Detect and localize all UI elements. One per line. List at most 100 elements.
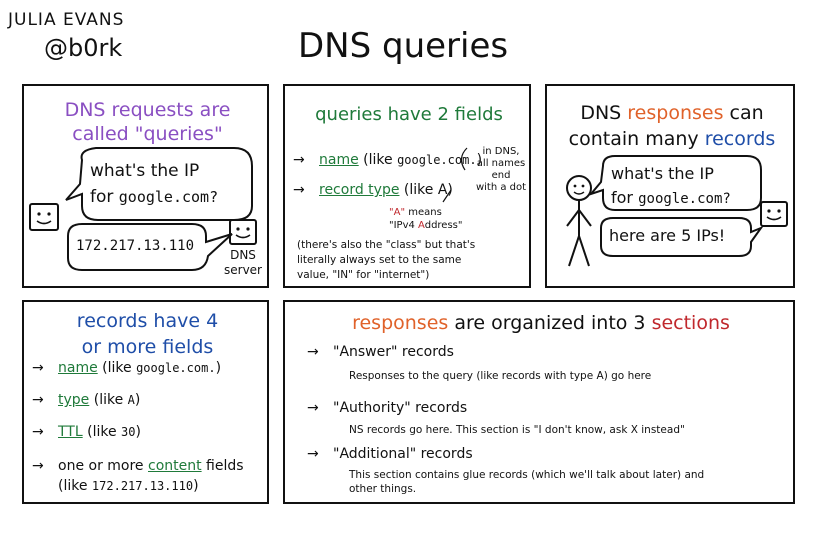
item-line: → one or more content fields bbox=[32, 456, 244, 476]
page-title: DNS queries bbox=[298, 26, 509, 66]
note-a-means: "A" means "IPv4 Address" bbox=[389, 206, 462, 232]
panel-heading: DNS requests are called "queries" bbox=[24, 98, 271, 146]
record-field-type: → type (like A) bbox=[32, 392, 140, 408]
note-line: literally always set to the same bbox=[297, 254, 462, 266]
bubble-line: for google.com? bbox=[611, 186, 731, 211]
panel-heading: responses are organized into 3 sections bbox=[285, 312, 797, 334]
item-line: (like 172.217.13.110) bbox=[32, 476, 244, 496]
text: for bbox=[90, 187, 119, 207]
panel-dns-responses: DNS responses can contain many records w… bbox=[545, 84, 795, 288]
example: google.com. bbox=[397, 153, 477, 167]
text: "Authority" records bbox=[333, 400, 468, 416]
heading-line: contain many records bbox=[547, 126, 797, 152]
section-additional: →"Additional" records This section conta… bbox=[307, 446, 704, 496]
user-face-icon bbox=[29, 203, 59, 231]
field-key: name bbox=[319, 152, 359, 168]
arrow-icon: → bbox=[32, 392, 44, 408]
arrow-icon: → bbox=[32, 458, 44, 474]
section-desc: This section contains glue records (whic… bbox=[349, 468, 704, 496]
field-key: name bbox=[58, 360, 98, 376]
text: responses bbox=[627, 102, 724, 124]
text: are organized into 3 bbox=[448, 312, 652, 334]
text: fields bbox=[201, 458, 244, 474]
field-key: content bbox=[148, 458, 202, 474]
author-handle: @b0rk bbox=[44, 34, 123, 62]
text: "Additional" records bbox=[333, 446, 473, 462]
text: one or more bbox=[58, 458, 148, 474]
field-key: type bbox=[58, 392, 90, 408]
section-desc: NS records go here. This section is "I d… bbox=[349, 424, 685, 436]
text: DNS bbox=[580, 102, 628, 124]
text: "A" bbox=[389, 207, 406, 218]
text: (like bbox=[82, 424, 122, 440]
text: ddress" bbox=[424, 220, 463, 231]
author-name: JULIA EVANS bbox=[8, 10, 125, 30]
example: A bbox=[127, 393, 135, 407]
bubble-answer: here are 5 IPs! bbox=[609, 226, 726, 245]
text: (like bbox=[97, 360, 137, 376]
label-line: DNS bbox=[230, 248, 256, 262]
example: 30 bbox=[121, 425, 136, 439]
field-key: record type bbox=[319, 182, 400, 198]
server-face-icon bbox=[760, 201, 788, 227]
note-line: with a dot bbox=[475, 182, 527, 193]
note-line: all names bbox=[476, 158, 526, 169]
bubble-line: what's the IP bbox=[611, 164, 714, 183]
bubble-question: what's the IP for google.com? bbox=[90, 158, 218, 210]
arrow-icon: → bbox=[32, 424, 44, 440]
arrow-icon: → bbox=[307, 400, 319, 416]
panel-heading: records have 4 or more fields bbox=[24, 308, 271, 360]
field-type-row: → record type (like A) bbox=[293, 182, 453, 198]
annotation-arrows bbox=[442, 147, 468, 203]
field-name-row: →name (like google.com.) bbox=[293, 152, 482, 168]
bubble-question: what's the IP for google.com? bbox=[611, 162, 731, 211]
heading-line: or more fields bbox=[81, 336, 214, 358]
stick-figure-icon bbox=[566, 175, 592, 267]
section-answer: →"Answer" records Responses to the query… bbox=[307, 344, 651, 382]
server-face-icon bbox=[229, 219, 257, 245]
heading-line: DNS responses can bbox=[547, 100, 797, 126]
text: records bbox=[704, 128, 776, 150]
text: (like bbox=[358, 152, 398, 168]
section-title: →"Additional" records bbox=[307, 446, 704, 462]
desc-line: other things. bbox=[349, 483, 417, 495]
text: "IPv4 bbox=[389, 220, 419, 231]
arrow-icon: → bbox=[293, 182, 305, 198]
field-key: TTL bbox=[58, 424, 83, 440]
example: 172.217.13.110 bbox=[91, 479, 194, 493]
domain-text: google.com? bbox=[638, 191, 731, 207]
text: (like bbox=[89, 392, 128, 408]
panel-heading: DNS responses can contain many records bbox=[547, 100, 797, 152]
note-trailing-dot: in DNS, all names end with a dot bbox=[471, 146, 531, 194]
text: ) bbox=[134, 392, 141, 408]
note-line: "IPv4 Address" bbox=[389, 219, 462, 232]
text: ) bbox=[476, 152, 483, 168]
note-line: "A" means bbox=[389, 206, 462, 219]
arrow-icon: → bbox=[32, 360, 44, 376]
text: (like A) bbox=[399, 182, 453, 198]
section-authority: → "Authority" records NS records go here.… bbox=[307, 400, 685, 436]
note-line: (there's also the "class" but that's bbox=[297, 239, 476, 251]
server-label: DNS server bbox=[218, 248, 268, 278]
panel-dns-requests: DNS requests are called "queries" what's… bbox=[22, 84, 269, 288]
text: means bbox=[405, 207, 442, 218]
speech-bubbles bbox=[29, 147, 257, 271]
speech-bubbles bbox=[566, 155, 788, 267]
text: responses bbox=[352, 312, 449, 334]
heading-line: records have 4 bbox=[76, 310, 219, 332]
text: "Answer" records bbox=[333, 344, 454, 360]
bubble-ip-answer: 172.217.13.110 bbox=[76, 238, 195, 254]
text: ) bbox=[135, 424, 141, 440]
panel-record-fields: records have 4 or more fields → name (lik… bbox=[22, 300, 269, 504]
note-line: value, "IN" for "internet") bbox=[297, 269, 430, 281]
section-desc: Responses to the query (like records wit… bbox=[349, 370, 652, 382]
text: sections bbox=[651, 312, 730, 334]
record-field-name: →name (like google.com.) bbox=[32, 360, 221, 376]
panel-query-fields: queries have 2 fields →name (like google… bbox=[283, 84, 531, 288]
domain-text: google.com? bbox=[118, 188, 219, 206]
desc-line: This section contains glue records (whic… bbox=[349, 469, 705, 481]
record-field-content: → one or more content fields (like 172.21… bbox=[32, 456, 244, 496]
panel-heading: queries have 2 fields bbox=[315, 104, 503, 125]
label-line: server bbox=[224, 263, 262, 277]
bubble-line: for google.com? bbox=[90, 184, 218, 210]
